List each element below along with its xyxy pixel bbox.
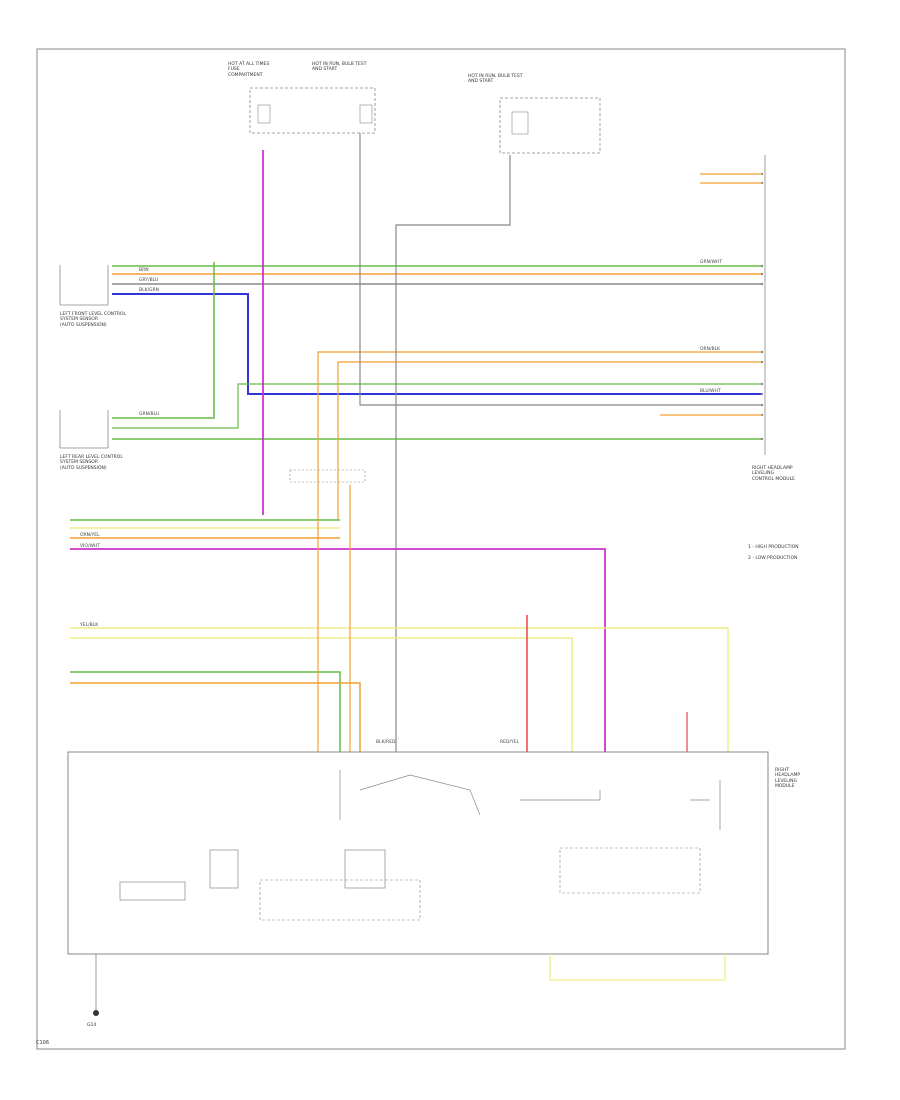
fuse-element-a <box>257 104 271 124</box>
wire-gray-right <box>395 155 511 752</box>
fuse-label-b: HOT IN RUN, BULB TEST AND START <box>312 62 367 73</box>
internal-block-5 <box>559 847 701 894</box>
mid-connector <box>289 469 366 483</box>
fuse-box-a <box>249 87 376 134</box>
wire-b1 <box>70 671 341 752</box>
wire-blue-loop <box>112 383 762 429</box>
ground-label: G14 <box>87 1023 97 1028</box>
internal-block-1 <box>119 881 186 901</box>
headlamp-module-label: RIGHT HEADLAMP LEVELING MODULE <box>775 768 801 790</box>
corner-code: C106 <box>36 1040 50 1046</box>
fuse-element-c <box>511 111 529 135</box>
wire-orange-v2 <box>337 361 762 520</box>
wire-code-5: VIO/WHT <box>80 544 101 549</box>
fuse-element-b <box>359 104 373 124</box>
wire-orange-v1 <box>317 351 762 520</box>
fuse-box-b <box>499 97 601 154</box>
note-2: 2 - LOW PRODUCTION <box>748 556 798 561</box>
fuse-label-c: HOT IN RUN, BULB TEST AND START <box>468 74 523 85</box>
wire-b2 <box>70 682 361 752</box>
wire-code-11: ORN/BLK <box>700 347 721 352</box>
internal-block-4 <box>259 879 421 921</box>
front-left-sensor-label: LEFT FRONT LEVEL CONTROL SYSTEM SENSOR (… <box>60 312 127 328</box>
wire-code-12: BLU/WHT <box>700 389 721 394</box>
wire-l4 <box>70 548 606 752</box>
diagram-border <box>36 48 846 1050</box>
wire-code-4: GRN/BLU <box>139 412 160 417</box>
bottom-loop <box>549 954 726 981</box>
wire-code-3: BLK/GRN <box>139 288 160 293</box>
wire-code-1: BRN <box>139 268 149 273</box>
wire-code-10: GRN/WHT <box>700 260 723 265</box>
rear-left-sensor-label: LEFT REAR LEVEL CONTROL SYSTEM SENSOR (A… <box>60 455 123 471</box>
wire-gray-vertical <box>359 133 762 406</box>
wire-code-8: RED/YEL <box>500 740 520 745</box>
wire-h4 <box>112 293 762 395</box>
wire-code-2: GRY/BLU <box>139 278 159 283</box>
wire-code-7: YEL/BLK <box>80 623 99 628</box>
wire-code-6: ORN/YEL <box>80 533 100 538</box>
wire-y1 <box>70 627 729 752</box>
internal-block-2 <box>209 849 239 889</box>
right-connector-pins <box>760 172 764 441</box>
rear-left-sensor-bracket <box>59 410 109 449</box>
front-left-sensor-bracket <box>59 265 109 306</box>
ground-icon <box>93 1010 99 1016</box>
internal-switch-lines <box>339 770 721 830</box>
wire-green-loop <box>112 262 215 419</box>
wire-code-9: BLK/RED <box>376 740 396 745</box>
right-connector-label: RIGHT HEADLAMP LEVELING CONTROL MODULE <box>752 466 795 482</box>
headlamp-module-box <box>67 751 769 955</box>
fuse-label-a: HOT AT ALL TIMES FUSE COMPARTMENT <box>228 62 270 78</box>
wire-y2 <box>70 637 573 752</box>
internal-block-3 <box>344 849 386 889</box>
note-1: 1 - HIGH PRODUCTION <box>748 545 799 550</box>
